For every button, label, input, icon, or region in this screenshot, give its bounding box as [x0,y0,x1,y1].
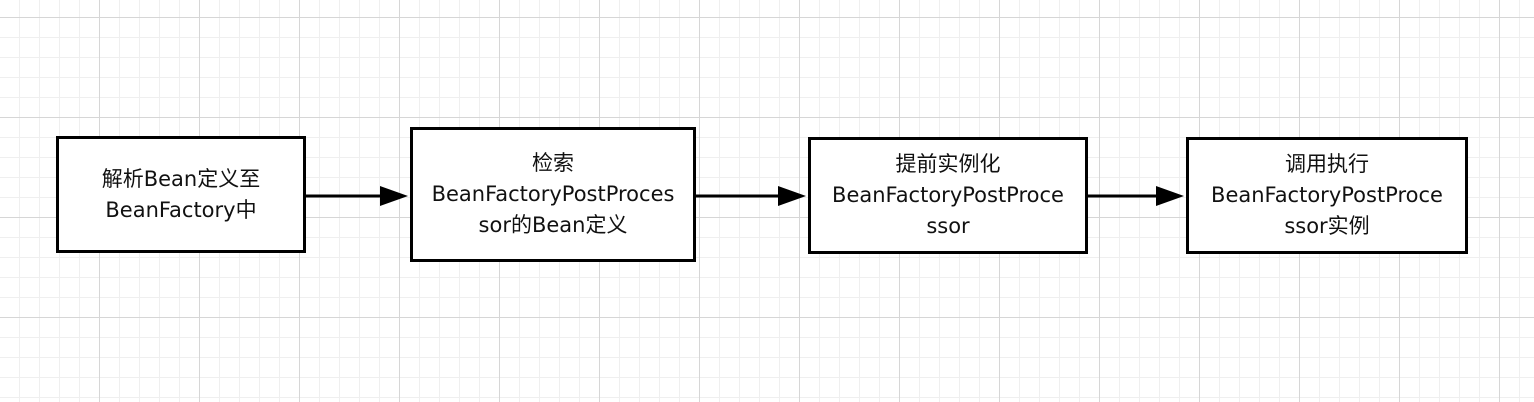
node-label-line: 检索 [532,151,574,175]
node-label: 调用执行 BeanFactoryPostProcessor实例 [1203,149,1451,242]
node-label-line: BeanFactoryPostProcessor的Bean定义 [431,182,675,237]
node-label: 检索 BeanFactoryPostProcessor的Bean定义 [424,148,682,241]
node-label-line: 解析Bean定义至 [101,166,261,191]
arrowhead-icon [380,186,408,206]
node-label-line: BeanFactory中 [105,197,257,222]
node-label-line: 调用执行 [1285,152,1369,176]
node-label: 解析Bean定义至 BeanFactory中 [98,164,265,226]
node-label-line: BeanFactoryPostProcessor实例 [1211,183,1443,238]
arrowhead-icon [778,186,806,206]
edge-n2-n3 [696,186,806,206]
node-retrieve-bfpp-definition[interactable]: 检索 BeanFactoryPostProcessor的Bean定义 [410,127,696,262]
node-label: 提前实例化 BeanFactoryPostProcessor [824,149,1072,242]
edge-n3-n4 [1088,186,1184,206]
arrowhead-icon [1156,186,1184,206]
node-pre-instantiate-bfpp[interactable]: 提前实例化 BeanFactoryPostProcessor [808,137,1088,254]
node-invoke-bfpp-instance[interactable]: 调用执行 BeanFactoryPostProcessor实例 [1186,137,1468,254]
edge-n1-n2 [306,186,408,206]
node-label-line: 提前实例化 [895,152,1001,176]
node-label-line: BeanFactoryPostProcessor [832,183,1064,238]
node-parse-bean-definition[interactable]: 解析Bean定义至 BeanFactory中 [56,136,306,253]
